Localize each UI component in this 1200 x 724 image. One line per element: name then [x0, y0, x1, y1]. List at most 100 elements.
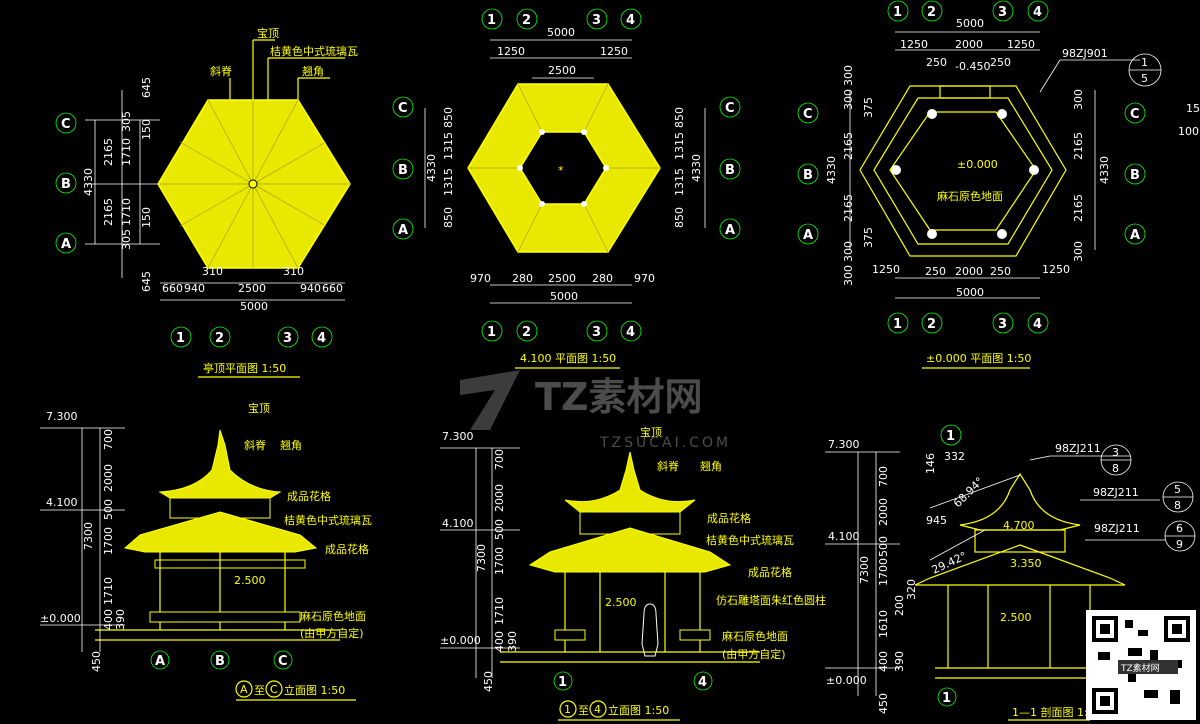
ac-label-4: 桔黄色中式琉璃瓦	[284, 513, 372, 527]
floor-plan: ±0.000 麻石原色地面 5000 1250 2000 1250 250 -0…	[797, 0, 1162, 369]
floor-dim-r1: 300	[1072, 89, 1085, 110]
sec-dim-3: 1700	[877, 558, 890, 586]
e14-label-4: 桔黄色中式琉璃瓦	[706, 533, 794, 547]
ac-lvl-top: 7.300	[46, 410, 78, 423]
floor-dim-r5: 2165	[1072, 194, 1085, 222]
svg-text:B: B	[215, 654, 225, 669]
ac-dim-7: 390	[114, 609, 127, 630]
floor-dim-s2: 375	[862, 97, 875, 118]
floor-dim-b5: 5000	[956, 286, 984, 299]
svg-text:立面图 1:50: 立面图 1:50	[284, 683, 345, 697]
e14-lvl-base: ±0.000	[440, 634, 481, 647]
e14-dim-5: 1710	[493, 597, 506, 625]
sec-lvl-base: ±0.000	[826, 674, 867, 687]
sec-level-0: 4.700	[1003, 519, 1035, 532]
e14-label-1: 斜脊	[657, 459, 679, 473]
roof-dim-l1: 305	[120, 111, 133, 132]
ac-dim-6: 400	[102, 609, 115, 630]
mid-dim-r1: 1315	[673, 132, 686, 160]
floor-dim-t6: 250	[990, 56, 1011, 69]
roof-dim-l6: 1710	[120, 198, 133, 226]
mid-dim-t0: 5000	[547, 26, 575, 39]
svg-text:B: B	[803, 168, 813, 183]
ac-dim-2: 500	[102, 499, 115, 520]
qr-code-icon: TZ素材网	[1086, 610, 1196, 720]
e14-dim-0: 700	[493, 449, 506, 470]
mid-dim-b3: 280	[592, 272, 613, 285]
floor-ref-den: 5	[1141, 72, 1148, 85]
sec-dim-13: 146	[924, 453, 937, 474]
mid-dim-r2: 1315	[673, 168, 686, 196]
floor-dim-b1: 250	[925, 265, 946, 278]
mid-dim-s4: 4330	[425, 154, 438, 182]
e14-dim-6: 400	[493, 631, 506, 652]
floor-dim-s8: 300	[842, 265, 855, 286]
mid-plan: * 5000 1250 1250 2500 850 1315 1315 850 …	[392, 8, 741, 369]
roof-dim-l5: 150	[140, 207, 153, 228]
ac-dim-5: 1710	[102, 577, 115, 605]
mid-dim-b4: 970	[634, 272, 655, 285]
watermark: TZ素材网 TZSUCAI.COM	[460, 370, 731, 451]
roof-dim-b5: 940	[300, 282, 321, 295]
ac-label-7: (由甲方自定)	[300, 626, 364, 640]
sec-dim-5: 1610	[877, 610, 890, 638]
roof-dim-l9: 645	[140, 271, 153, 292]
e14-level-mark: 2.500	[605, 596, 637, 609]
ac-lvl-base: ±0.000	[40, 612, 81, 625]
svg-text:A: A	[398, 223, 408, 238]
svg-text:3: 3	[1112, 446, 1119, 459]
watermark-logo-icon	[460, 370, 520, 430]
e14-dim-1: 2000	[493, 484, 506, 512]
svg-text:A: A	[155, 654, 165, 669]
svg-text:4: 4	[594, 703, 601, 716]
svg-text:B: B	[725, 163, 735, 178]
floor-dim-s4: 4330	[825, 156, 838, 184]
svg-text:2: 2	[927, 317, 936, 332]
svg-text:4: 4	[1033, 317, 1042, 332]
svg-text:4: 4	[317, 331, 326, 346]
sec-dim-12: 332	[944, 450, 965, 463]
sec-angle-1: 29.42°	[930, 549, 969, 576]
roof-plan-title: 亭顶平面图 1:50	[203, 361, 286, 375]
e14-elevation-title: 1 至 4 立面图 1:50	[558, 700, 680, 721]
roof-dim-b3: 940	[184, 282, 205, 295]
watermark-brand: TZ素材网	[535, 375, 702, 419]
sec-dim-1: 2000	[877, 498, 890, 526]
floor-dim-b0: 1250	[872, 263, 900, 276]
svg-text:4: 4	[698, 675, 707, 690]
watermark-url: TZSUCAI.COM	[599, 435, 731, 451]
svg-text:A: A	[240, 683, 248, 696]
ac-level-mark: 2.500	[234, 574, 266, 587]
floor-dim-s3: 2165	[842, 132, 855, 160]
svg-text:1: 1	[564, 703, 571, 716]
svg-text:3: 3	[283, 331, 292, 346]
floor-axis-bubbles: 1 2 3 4 1 2 3 4 C B A C B A	[797, 0, 1146, 334]
svg-text:A: A	[803, 228, 813, 243]
svg-text:B: B	[398, 163, 408, 178]
sec-dim-6: 200	[893, 595, 906, 616]
floor-dim-b3: 250	[990, 265, 1011, 278]
roof-dim-b4: 2500	[238, 282, 266, 295]
svg-text:至: 至	[578, 704, 589, 717]
roof-label-corner: 翘角	[302, 65, 324, 78]
ac-elevation-title: A 至 C 立面图 1:50	[235, 680, 356, 701]
mid-dim-r4: 4330	[690, 154, 703, 182]
mid-dim-s2: 1315	[442, 168, 455, 196]
ac-lvl-mid: 4.100	[46, 496, 78, 509]
floor-dim-b4: 1250	[1042, 263, 1070, 276]
roof-label-rib: 斜脊	[210, 64, 232, 78]
floor-dim-s1: 300	[842, 89, 855, 110]
svg-text:98ZJ211: 98ZJ211	[1093, 486, 1139, 499]
floor-dim-t5: -0.450	[955, 60, 990, 73]
svg-text:*: *	[558, 164, 564, 177]
ac-dim-1: 2000	[102, 464, 115, 492]
e14-dim-7: 390	[506, 631, 519, 652]
edge-text-1: 15	[1186, 102, 1200, 115]
svg-text:A: A	[61, 237, 71, 252]
mid-dim-b1: 280	[512, 272, 533, 285]
roof-dim-b0: 310	[202, 265, 223, 278]
sec-dim-0: 700	[877, 466, 890, 487]
e14-label-8: (由甲方自定)	[722, 647, 786, 661]
svg-text:8: 8	[1112, 462, 1119, 475]
svg-text:3: 3	[592, 13, 601, 28]
